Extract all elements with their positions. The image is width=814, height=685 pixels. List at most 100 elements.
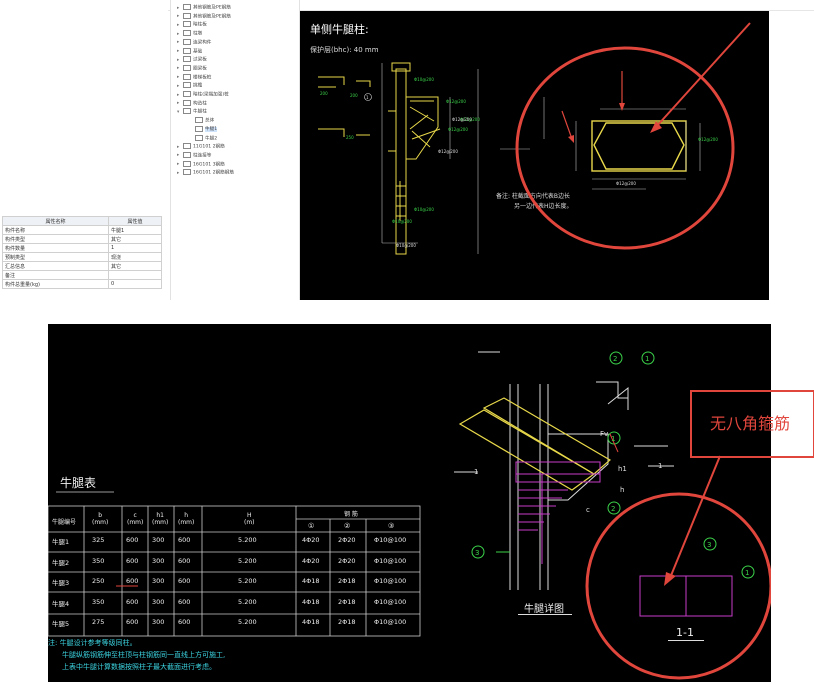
table-cell: 牛腿1: [52, 538, 70, 546]
tree-item[interactable]: ▸连梁构件: [177, 38, 211, 47]
table-cell: 300: [152, 536, 165, 544]
property-value[interactable]: 牛腿1: [107, 225, 163, 235]
table-cell: 600: [178, 618, 191, 626]
expand-arrow-icon[interactable]: ▸: [177, 101, 180, 107]
svg-text:2: 2: [611, 505, 615, 513]
table-cell: 600: [126, 597, 139, 606]
property-value[interactable]: 0: [107, 279, 163, 289]
expand-arrow-icon[interactable]: ▾: [177, 109, 180, 115]
table-cell: 600: [178, 556, 191, 565]
cad-drawing-bottom: 牛腿表 牛腿编号 b (mm) c (mm) h1 (mm) h (mm) H …: [48, 324, 771, 682]
tree-item[interactable]: ▸基础: [177, 47, 202, 56]
expand-arrow-icon[interactable]: ▸: [177, 31, 180, 37]
folder-icon: [183, 91, 191, 97]
svg-text:Φ10@200: Φ10@200: [396, 243, 416, 248]
property-name: 预制类型: [2, 252, 109, 262]
folder-icon: [183, 47, 191, 54]
tree-item[interactable]: ▸楼梯板桩: [177, 73, 211, 82]
expand-arrow-icon[interactable]: ▸: [177, 153, 180, 159]
svg-text:Φ12@200: Φ12@200: [460, 117, 480, 122]
property-table-header: 属性名称 属性值: [2, 216, 163, 226]
section-title-underline: [668, 640, 704, 641]
expand-arrow-icon[interactable]: ▸: [177, 83, 180, 89]
folder-icon: [183, 38, 191, 45]
table-cell: 350: [92, 556, 105, 565]
svg-text:Φ12@200: Φ12@200: [698, 137, 718, 142]
expand-arrow-icon[interactable]: ▸: [177, 49, 180, 54]
property-row[interactable]: 备注: [2, 270, 163, 280]
svg-text:Φ12@200: Φ12@200: [448, 127, 468, 132]
corbel-drawing: Φ10@200 Φ12@200 Φ12@200 200 200 250 Φ12@…: [318, 22, 751, 255]
property-row[interactable]: 构件总重量(kg)0: [2, 279, 163, 289]
cover-thickness-label: 保护层(bhc): 40 mm: [310, 46, 379, 54]
corbel-detail-drawing: Fv h1 h c 1 1 2 1 1 2 3 3 1: [454, 351, 771, 680]
table-cell: 牛腿5: [52, 620, 70, 628]
property-value[interactable]: 1: [107, 243, 163, 253]
height-h1-label: h1: [618, 465, 627, 473]
tree-item-label: 牛腿2: [205, 136, 218, 141]
svg-text:Φ10@200: Φ10@200: [392, 219, 412, 224]
expand-arrow-icon[interactable]: ▸: [177, 144, 180, 150]
property-value[interactable]: 其它: [107, 234, 163, 244]
property-row[interactable]: 预制类型现浇: [2, 252, 163, 262]
table-header-b: b (mm): [92, 512, 109, 526]
expand-arrow-icon[interactable]: ▸: [177, 162, 180, 168]
component-tree: ▸其他钢筋及PE钢筋▸其他钢筋及PE钢筋▸暗柱板▸柱墩▸连梁构件▸基础▸过梁板▸…: [170, 0, 300, 300]
tree-item[interactable]: ▸柱墩: [177, 30, 202, 38]
svg-text:Φ10@200: Φ10@200: [414, 207, 434, 212]
table-cell: 300: [152, 597, 165, 606]
table-header-rebar-3: ③: [388, 522, 395, 530]
table-cell: 5.200: [238, 536, 257, 544]
tree-item[interactable]: 牛腿2: [189, 134, 218, 143]
tree-item[interactable]: ▸挑檐: [177, 82, 202, 90]
tree-item[interactable]: ▾牛腿柱: [177, 108, 207, 116]
tree-item[interactable]: ▸ 构造柱: [177, 99, 207, 108]
expand-arrow-icon[interactable]: ▸: [177, 66, 180, 72]
tree-item[interactable]: ▸16G101 3钢筋: [177, 160, 225, 169]
tree-item[interactable]: ▸过梁板: [177, 56, 207, 64]
folder-icon: [183, 56, 191, 63]
table-cell: 牛腿4: [52, 599, 70, 608]
svg-text:1: 1: [366, 95, 369, 100]
tree-item[interactable]: ▸暗柱板: [177, 21, 207, 29]
property-value[interactable]: 现浇: [107, 252, 163, 262]
tree-item-label: 其他钢筋及PE钢筋: [193, 5, 231, 11]
tree-item[interactable]: ▸ 其他钢筋及PE钢筋: [177, 4, 231, 12]
expand-arrow-icon[interactable]: ▸: [177, 40, 180, 46]
expand-arrow-icon[interactable]: ▸: [177, 57, 180, 63]
property-row[interactable]: 构件类型其它: [2, 234, 163, 244]
property-name: 汇总信息: [2, 261, 109, 271]
table-cell: 300: [152, 618, 165, 626]
table-cell: 牛腿3: [52, 579, 70, 587]
tree-item[interactable]: 牛腿1: [189, 125, 218, 134]
table-cell: 600: [178, 577, 191, 585]
expand-arrow-icon[interactable]: ▸: [177, 75, 180, 81]
table-cell: 2Φ18: [338, 597, 356, 606]
folder-icon: [183, 143, 191, 150]
tree-item[interactable]: ▸圈梁板: [177, 64, 207, 73]
folder-icon: [183, 169, 191, 176]
tree-item[interactable]: ▸柱连接等: [177, 151, 211, 160]
tree-item[interactable]: ▸11G101 2钢筋: [177, 143, 225, 151]
property-name: 构件总重量(kg): [2, 279, 109, 289]
tree-item[interactable]: ▸暗柱(梁端加强)桩: [177, 91, 229, 99]
tree-item[interactable]: ▸16G101 2钢筋钢筋: [177, 169, 234, 177]
property-value[interactable]: 其它: [107, 261, 163, 271]
property-value-header: 属性值: [107, 216, 163, 226]
expand-arrow-icon[interactable]: ▸: [177, 5, 180, 11]
property-row[interactable]: 汇总信息其它: [2, 261, 163, 271]
width-c-label: c: [586, 506, 590, 514]
tree-item[interactable]: 总体: [189, 117, 214, 125]
expand-arrow-icon[interactable]: ▸: [177, 14, 180, 20]
tree-item-label: 构造柱: [193, 101, 207, 107]
table-cell: 600: [178, 536, 191, 544]
property-row[interactable]: 构件名称牛腿1: [2, 225, 163, 235]
folder-icon: [183, 4, 191, 10]
expand-arrow-icon[interactable]: ▸: [177, 170, 180, 176]
svg-text:1: 1: [611, 435, 615, 443]
expand-arrow-icon[interactable]: ▸: [177, 92, 180, 98]
tree-item[interactable]: ▸其他钢筋及PE钢筋: [177, 12, 231, 21]
expand-arrow-icon[interactable]: ▸: [177, 22, 180, 28]
property-value[interactable]: [107, 270, 163, 280]
